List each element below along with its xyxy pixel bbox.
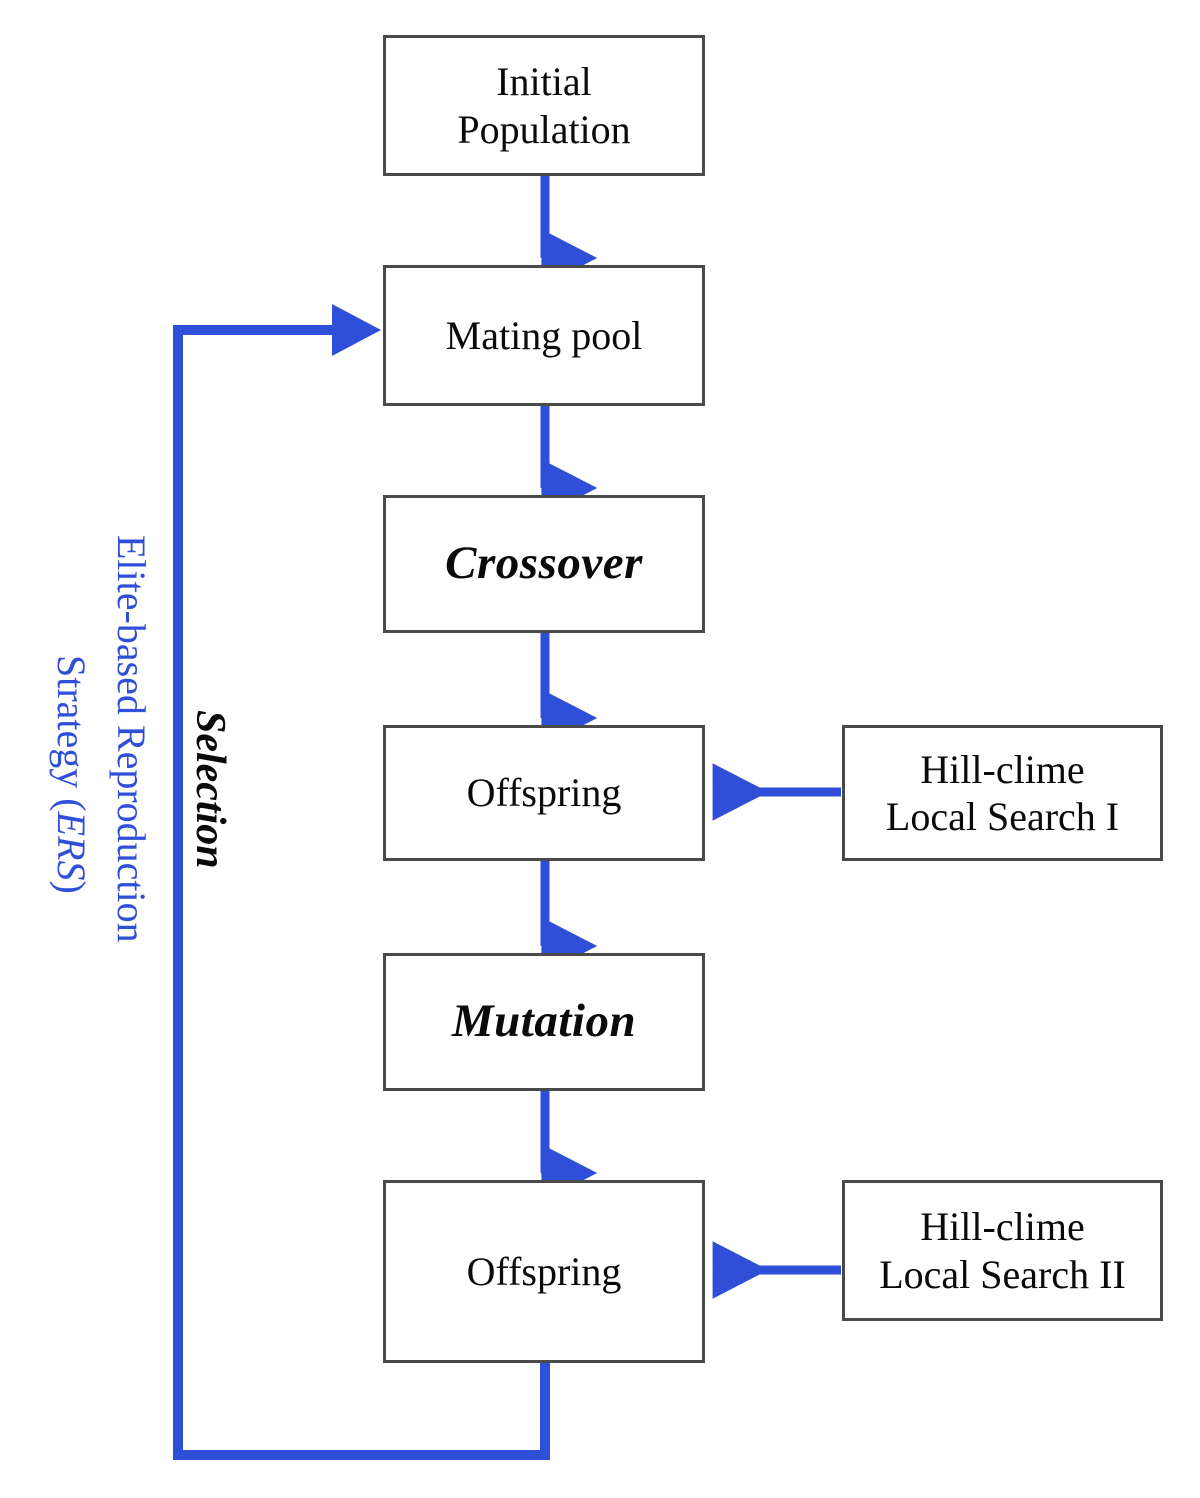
- node-hill-clime-local-search-one[interactable]: Hill-clime Local Search I: [842, 725, 1163, 861]
- node-hill-clime-local-search-two-label: Hill-clime Local Search II: [879, 1204, 1126, 1297]
- node-crossover[interactable]: Crossover: [383, 495, 705, 633]
- node-offspring-first[interactable]: Offspring: [383, 725, 705, 861]
- node-mating-pool-label: Mating pool: [445, 312, 643, 358]
- annotation-strategy-prefix: Strategy (: [49, 655, 94, 812]
- node-hill-clime-local-search-two[interactable]: Hill-clime Local Search II: [842, 1180, 1163, 1321]
- node-offspring-second[interactable]: Offspring: [383, 1180, 705, 1363]
- annotation-strategy-ers: Strategy (ERS): [48, 655, 95, 894]
- edge-feedback-arrowhead: [332, 304, 381, 356]
- node-mating-pool[interactable]: Mating pool: [383, 265, 705, 406]
- annotation-strategy-abbreviation: ERS: [49, 811, 94, 881]
- node-initial-population[interactable]: Initial Population: [383, 35, 705, 176]
- node-offspring-first-label: Offspring: [466, 770, 622, 816]
- node-crossover-label: Crossover: [445, 537, 643, 590]
- annotation-elite-based-reproduction: Elite-based Reproduction: [108, 535, 155, 943]
- node-initial-population-label: Initial Population: [457, 59, 631, 152]
- annotation-elite-based-reproduction-text: Elite-based Reproduction: [109, 535, 154, 943]
- node-hill-clime-local-search-one-label: Hill-clime Local Search I: [885, 746, 1120, 839]
- annotation-selection: Selection: [186, 710, 234, 869]
- node-mutation-label: Mutation: [451, 995, 637, 1048]
- annotation-strategy-suffix: ): [49, 880, 94, 894]
- node-mutation[interactable]: Mutation: [383, 953, 705, 1091]
- node-offspring-second-label: Offspring: [466, 1248, 622, 1294]
- annotation-selection-text: Selection: [187, 710, 233, 869]
